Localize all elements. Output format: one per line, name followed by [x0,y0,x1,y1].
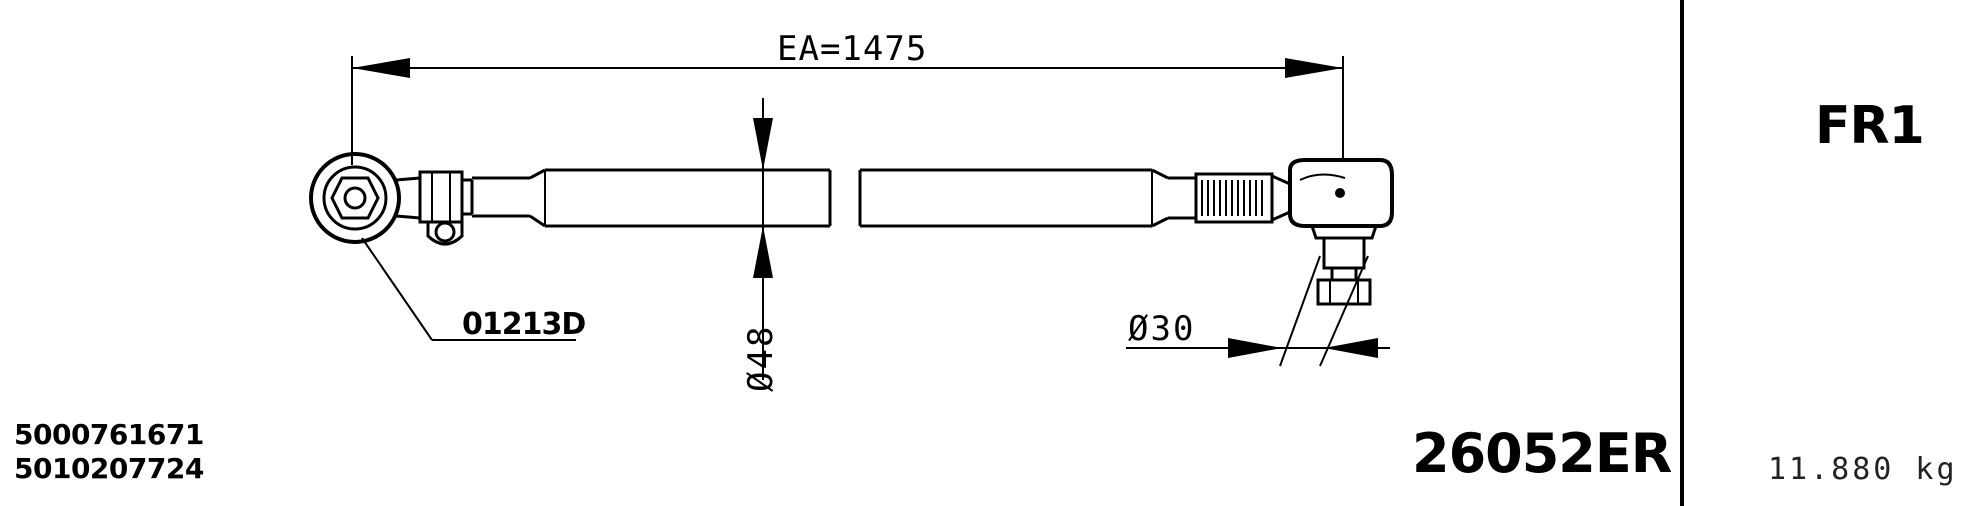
reference-number: 5010207724 [14,452,204,485]
part-number: 26052ER [1412,422,1672,485]
reference-numbers: 5000761671 5010207724 [14,418,204,486]
callout-leader: 01213D [361,237,586,342]
length-label: EA=1475 [777,29,927,69]
callout-label: 01213D [462,307,585,342]
length-dimension: EA=1475 [351,29,1344,165]
left-ball-joint [309,152,474,246]
product-code: FR1 [1815,96,1925,156]
reference-number: 5000761671 [14,418,204,451]
thread-section [1194,172,1291,224]
stud-diameter-label: Ø30 [1128,309,1195,349]
shaft-diameter-dimension: Ø48 [741,98,781,392]
tube-right [858,168,1196,228]
right-ball-joint [1288,158,1394,306]
weight-label: 11.880 kg [1768,452,1958,487]
stud-diameter-dimension: Ø30 [1126,255,1390,367]
tube-left [472,168,832,228]
shaft-diameter-label: Ø48 [741,325,781,392]
